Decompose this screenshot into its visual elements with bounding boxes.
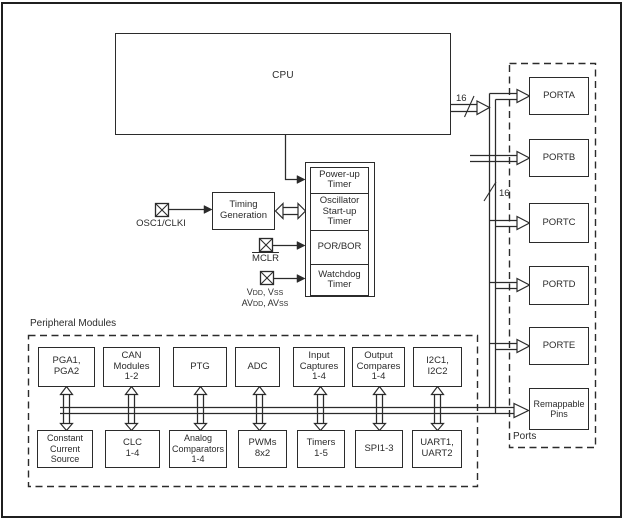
pga-block: PGA1, PGA2 bbox=[38, 347, 95, 387]
timing-generation-label: Timing Generation bbox=[219, 199, 267, 221]
cpu-to-ports-bus-arrow: 16 bbox=[451, 93, 491, 118]
peripheral-branch-arrow bbox=[430, 385, 445, 432]
power-pins-label: VDD, VSS AVDD, AVSS bbox=[229, 287, 301, 310]
osc-pin-label: OSC1/CLKI bbox=[136, 218, 186, 229]
watchdog-timer-label: Watchdog Timer bbox=[318, 268, 361, 291]
cpu-to-timers-arrow bbox=[284, 135, 306, 184]
bus-width-slash bbox=[463, 95, 475, 118]
peripheral-branch-arrows bbox=[59, 385, 445, 432]
pga-label: PGA1, PGA2 bbox=[52, 355, 81, 377]
portb-label: PORTB bbox=[542, 151, 576, 163]
porta-block: PORTA bbox=[529, 77, 589, 115]
timing-timers-bidir-arrow bbox=[274, 202, 307, 220]
pwms-label: PWMs 8x2 bbox=[248, 437, 277, 459]
bus-width-label: 16 bbox=[499, 188, 510, 199]
ptg-block: PTG bbox=[173, 347, 227, 387]
portc-label: PORTC bbox=[542, 216, 576, 228]
porte-label: PORTE bbox=[542, 339, 576, 351]
peripheral-bus bbox=[60, 402, 530, 419]
remappable-pins-arrowhead bbox=[513, 402, 530, 419]
portd-label: PORTD bbox=[542, 279, 576, 291]
porta-label: PORTA bbox=[543, 89, 575, 101]
portd-branch-arrow bbox=[489, 277, 531, 293]
power-pins-line2: AVDD, AVSS bbox=[241, 298, 289, 309]
ptg-label: PTG bbox=[190, 360, 210, 372]
spi-block: SPI1-3 bbox=[355, 430, 403, 468]
pwms-block: PWMs 8x2 bbox=[238, 430, 287, 468]
portb-branch-arrow bbox=[470, 150, 531, 166]
peripheral-branch-arrow bbox=[372, 385, 387, 432]
mclr-pin-label: MCLR bbox=[238, 253, 293, 265]
uart-label: UART1, UART2 bbox=[420, 437, 454, 459]
i2c-label: I2C1, I2C2 bbox=[426, 355, 449, 377]
portc-branch-arrow bbox=[489, 215, 531, 231]
analog-comparators-label: Analog Comparators 1-4 bbox=[171, 433, 225, 465]
porte-block: PORTE bbox=[529, 327, 589, 365]
portb-block: PORTB bbox=[529, 139, 589, 177]
constant-current-source-label: Constant Current Source bbox=[46, 433, 84, 465]
adc-block: ADC bbox=[235, 347, 280, 387]
clc-block: CLC 1-4 bbox=[105, 430, 160, 468]
constant-current-source-block: Constant Current Source bbox=[37, 430, 93, 468]
remappable-pins-block: Remappable Pins bbox=[529, 388, 589, 430]
osc-pin-icon bbox=[154, 202, 170, 218]
mclr-arrow bbox=[273, 241, 306, 250]
can-modules-label: CAN Modules 1-2 bbox=[113, 349, 150, 383]
mclr-pin-icon bbox=[258, 237, 274, 253]
peripheral-branch-arrow bbox=[59, 385, 74, 432]
bus-width-label: 16 bbox=[456, 93, 467, 104]
power-up-timer-block: Power-up Timer bbox=[311, 168, 368, 193]
portc-block: PORTC bbox=[529, 203, 589, 243]
bus-width-slash bbox=[483, 181, 497, 202]
timers15-label: Timers 1-5 bbox=[306, 437, 336, 459]
peripheral-modules-title: Peripheral Modules bbox=[30, 318, 117, 329]
clc-label: CLC 1-4 bbox=[122, 437, 142, 459]
analog-comparators-block: Analog Comparators 1-4 bbox=[169, 430, 227, 468]
mclr-label-text: MCLR bbox=[252, 253, 279, 264]
timers-stack: Power-up Timer Oscillator Start-up Timer… bbox=[310, 167, 369, 296]
i2c-block: I2C1, I2C2 bbox=[413, 347, 462, 387]
adc-label: ADC bbox=[247, 360, 268, 372]
spi-label: SPI1-3 bbox=[364, 442, 394, 454]
oscillator-start-up-timer-label: Oscillator Start-up Timer bbox=[319, 194, 360, 228]
cpu-block: CPU bbox=[115, 33, 451, 135]
porte-branch-arrow bbox=[489, 338, 531, 354]
output-compares-block: Output Compares 1-4 bbox=[352, 347, 405, 387]
input-captures-label: Input Captures 1-4 bbox=[299, 349, 339, 383]
ports-bus: 16 bbox=[483, 93, 510, 414]
can-modules-block: CAN Modules 1-2 bbox=[103, 347, 160, 387]
peripheral-modules-outline bbox=[27, 334, 479, 488]
watchdog-timer-block: Watchdog Timer bbox=[311, 264, 368, 295]
peripheral-branch-arrow bbox=[252, 385, 267, 432]
power-arrow bbox=[274, 274, 306, 283]
por-bor-block: POR/BOR bbox=[311, 230, 368, 264]
uart-block: UART1, UART2 bbox=[412, 430, 462, 468]
output-compares-label: Output Compares 1-4 bbox=[356, 349, 401, 383]
input-captures-block: Input Captures 1-4 bbox=[293, 347, 345, 387]
peripheral-branch-arrow bbox=[193, 385, 208, 432]
ports-outline bbox=[508, 62, 597, 449]
power-up-timer-label: Power-up Timer bbox=[319, 168, 360, 191]
remappable-pins-label: Remappable Pins bbox=[533, 398, 585, 419]
ports-title: Ports bbox=[513, 431, 537, 442]
timers15-block: Timers 1-5 bbox=[297, 430, 345, 468]
por-bor-label: POR/BOR bbox=[317, 241, 362, 253]
cpu-label: CPU bbox=[272, 70, 294, 82]
peripheral-branch-arrow bbox=[313, 385, 328, 432]
osc-to-timing-arrow bbox=[169, 205, 213, 214]
timing-generation-block: Timing Generation bbox=[212, 192, 275, 230]
oscillator-start-up-timer-block: Oscillator Start-up Timer bbox=[311, 192, 368, 230]
power-pin-icon bbox=[259, 270, 275, 286]
portd-block: PORTD bbox=[529, 266, 589, 305]
power-pins-line1: VDD, VSS bbox=[246, 287, 284, 297]
porta-branch-arrow bbox=[489, 88, 531, 104]
peripheral-branch-arrow bbox=[124, 385, 139, 432]
